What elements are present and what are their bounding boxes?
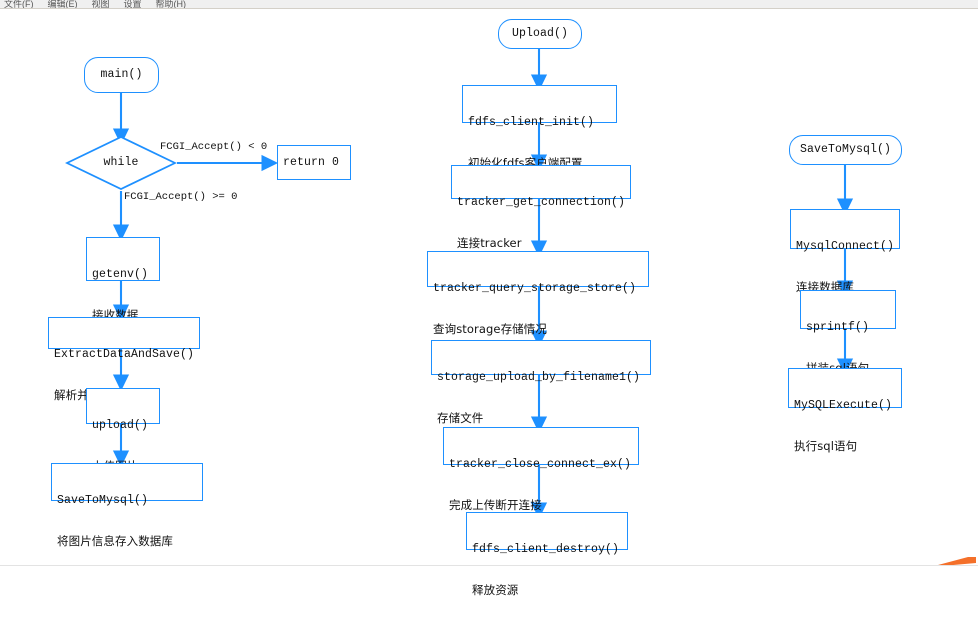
node-tracker-close-connect-ex[interactable]: tracker_close_connect_ex() 完成上传断开连接 (443, 427, 639, 511)
node-return-0[interactable]: return 0 (277, 145, 351, 180)
node-main-label: main() (100, 68, 143, 82)
diamond-shape (65, 136, 177, 190)
node-mysql-conn-line1: MysqlConnect() (796, 240, 895, 253)
node-stg-upload-line2: 存储文件 (437, 410, 484, 425)
node-extract-line1: ExtractDataAndSave() (54, 348, 195, 361)
node-save-fn-label: SaveToMysql() (799, 143, 891, 157)
bottom-divider (0, 565, 978, 566)
menu-item-settings[interactable]: 设置 (123, 0, 142, 9)
node-stg-upload-line1: storage_upload_by_filename1() (437, 371, 641, 384)
node-mysql-conn-line2: 连接数据库 (796, 279, 854, 294)
edge-label-fcgi-lt-0: FCGI_Accept() < 0 (160, 141, 268, 153)
node-tracker-get-connection[interactable]: tracker_get_connection() 连接tracker (451, 165, 631, 249)
node-while-label: while (103, 156, 139, 170)
node-mysql-exec-line2: 执行sql语句 (794, 438, 858, 453)
node-save-to-mysql-left[interactable]: SaveToMysql() 将图片信息存入数据库 (51, 463, 203, 547)
node-fdfs-init-line1: fdfs_client_init() (468, 116, 595, 129)
node-fdfs-client-init[interactable]: fdfs_client_init() 初始化fdfs客户端配置 (462, 85, 617, 169)
node-getenv[interactable]: getenv() 接收数据 (86, 237, 160, 321)
node-trk-query-line2: 查询storage存储情况 (433, 321, 547, 336)
node-save-left-line2: 将图片信息存入数据库 (57, 533, 173, 548)
menu-item-edit[interactable]: 编辑(E) (47, 0, 78, 9)
flowchart-canvas[interactable]: main() while return 0 getenv() 接收数据 Extr… (0, 9, 978, 596)
node-trk-conn-line2: 连接tracker (457, 235, 522, 250)
node-trk-close-line1: tracker_close_connect_ex() (449, 458, 632, 471)
node-upload-fn[interactable]: Upload() (498, 19, 582, 49)
node-trk-conn-line1: tracker_get_connection() (457, 196, 626, 209)
node-sprintf[interactable]: sprintf() 拼装sql语句 (800, 290, 896, 374)
menu-item-file[interactable]: 文件(F) (4, 0, 34, 9)
node-tracker-query-storage-store[interactable]: tracker_query_storage_store() 查询storage存… (427, 251, 649, 335)
node-mysql-connect[interactable]: MysqlConnect() 连接数据库 (790, 209, 900, 293)
node-upload[interactable]: upload() 上传图片 (86, 388, 160, 472)
node-save-left-line1: SaveToMysql() (57, 494, 149, 507)
node-while[interactable]: while (65, 135, 177, 191)
node-trk-query-line1: tracker_query_storage_store() (433, 282, 637, 295)
node-fdfs-client-destroy[interactable]: fdfs_client_destroy() 释放资源 (466, 512, 628, 596)
node-save-to-mysql-fn[interactable]: SaveToMysql() (789, 135, 902, 165)
node-mysql-exec-line1: MySQLExecute() (794, 399, 893, 412)
flowchart-edges (112, 47, 854, 520)
edge-label-fcgi-ge-0: FCGI_Accept() >= 0 (124, 191, 238, 203)
node-getenv-line1: getenv() (92, 268, 149, 281)
menu-item-view[interactable]: 视图 (91, 0, 110, 9)
node-fdfs-destroy-line1: fdfs_client_destroy() (472, 543, 620, 556)
node-upload-fn-label: Upload() (511, 27, 568, 41)
node-return-0-label: return 0 (283, 155, 340, 169)
node-trk-close-line2: 完成上传断开连接 (449, 497, 542, 512)
node-mysql-execute[interactable]: MySQLExecute() 执行sql语句 (788, 368, 902, 452)
node-sprintf-line1: sprintf() (806, 321, 870, 334)
node-fdfs-destroy-line2: 释放资源 (472, 582, 519, 597)
node-storage-upload-by-filename1[interactable]: storage_upload_by_filename1() 存储文件 (431, 340, 651, 424)
menu-bar: 文件(F) 编辑(E) 视图 设置 帮助(H) (0, 0, 978, 9)
node-extract-data-and-save[interactable]: ExtractDataAndSave() 解析并存储数据 (48, 317, 200, 401)
node-upload-line1: upload() (92, 419, 149, 432)
node-main[interactable]: main() (84, 57, 159, 93)
menu-item-help[interactable]: 帮助(H) (155, 0, 187, 9)
